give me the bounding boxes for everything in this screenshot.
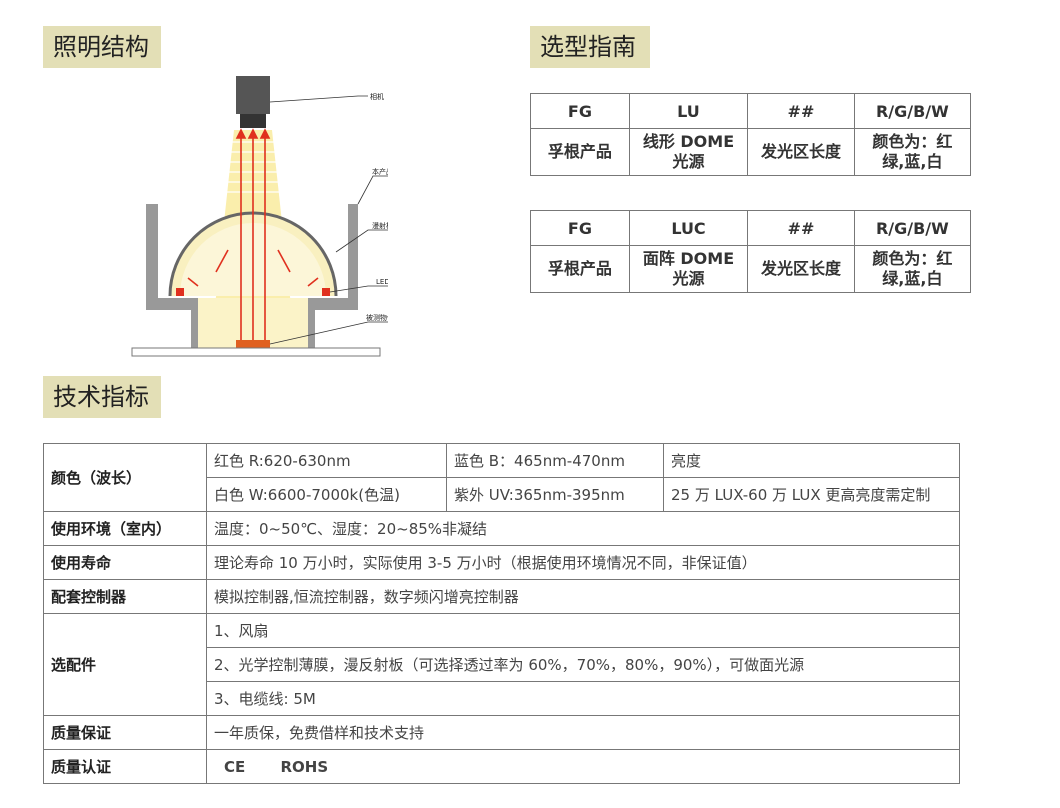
guide-cell: R/G/B/W: [853, 93, 972, 129]
guide-cell: 发光区长度: [747, 128, 855, 176]
base-plate: [131, 347, 381, 357]
section-title-spec: 技术指标: [43, 376, 161, 418]
table-row: 质量保证 一年质保，免费借样和技术支持: [43, 715, 960, 750]
spec-controller: 模拟控制器,恒流控制器，数字频闪增亮控制器: [206, 579, 960, 614]
guide-cell: ##: [747, 93, 855, 129]
guide-cell: 面阵 DOME 光源: [628, 245, 749, 293]
guide-cell: 颜色为：红 绿,蓝,白: [853, 245, 972, 293]
spec-white: 白色 W:6600-7000k(色温): [206, 477, 447, 512]
guide-cell: R/G/B/W: [853, 210, 972, 246]
spec-table: 颜色（波长） 红色 R:620-630nm 蓝色 B：465nm-470nm 亮…: [43, 443, 960, 784]
spec-red: 红色 R:620-630nm: [206, 443, 447, 478]
table-row: 使用寿命 理论寿命 10 万小时，实际使用 3-5 万小时（根据使用环境情况不同…: [43, 545, 960, 580]
label-product: 本产品: [372, 167, 388, 176]
label-object: 被测物体: [366, 313, 388, 322]
diagram-labels: 相机 本产品 漫射板 LED 被测物体: [366, 92, 388, 322]
cert-ce: CE: [224, 757, 246, 776]
guide-cell: ##: [747, 210, 855, 246]
spec-label-accessories: 选配件: [43, 613, 207, 716]
guide-cell: 孚根产品: [530, 128, 630, 176]
light-arrows: [187, 128, 319, 342]
table-row: 白色 W:6600-7000k(色温) 紫外 UV:365nm-395nm 25…: [44, 477, 960, 512]
guide-table-luc: FG LUC ## R/G/B/W 孚根产品 面阵 DOME 光源 发光区长度 …: [530, 210, 972, 293]
spec-label-controller: 配套控制器: [43, 579, 207, 614]
guide-cell: 线形 DOME 光源: [628, 128, 749, 176]
led-right: [322, 288, 330, 296]
guide-cell: FG: [530, 93, 630, 129]
spec-label-environment: 使用环境（室内）: [43, 511, 207, 546]
label-diffuser: 漫射板: [372, 221, 388, 230]
guide-cell: LUC: [628, 210, 749, 246]
guide-cell: FG: [530, 210, 630, 246]
table-row: 使用环境（室内） 温度：0~50℃、湿度：20~85%非凝结: [43, 511, 960, 546]
guide-table-lu: FG LU ## R/G/B/W 孚根产品 线形 DOME 光源 发光区长度 颜…: [530, 93, 972, 176]
section-title-guide: 选型指南: [530, 26, 650, 68]
spec-uv: 紫外 UV:365nm-395nm: [446, 477, 664, 512]
illumination-structure-diagram: 相机 本产品 漫射板 LED 被测物体: [131, 76, 388, 357]
led-left: [176, 288, 184, 296]
spec-warranty: 一年质保，免费借样和技术支持: [206, 715, 960, 750]
spec-lifetime: 理论寿命 10 万小时，实际使用 3-5 万小时（根据使用环境情况不同，非保证值…: [206, 545, 960, 580]
section-title-structure: 照明结构: [43, 26, 161, 68]
spec-label-certification: 质量认证: [43, 749, 207, 784]
table-row: 颜色（波长） 红色 R:620-630nm 蓝色 B：465nm-470nm 亮…: [43, 443, 960, 512]
spec-brightness-value: 25 万 LUX-60 万 LUX 更高亮度需定制: [663, 477, 960, 512]
spec-environment: 温度：0~50℃、湿度：20~85%非凝结: [206, 511, 960, 546]
guide-cell: 颜色为：红 绿,蓝,白: [853, 128, 972, 176]
spec-blue: 蓝色 B：465nm-470nm: [446, 443, 664, 478]
spec-label-color: 颜色（波长）: [43, 443, 207, 512]
spec-label-lifetime: 使用寿命: [43, 545, 207, 580]
spec-certification: CE ROHS: [206, 749, 960, 784]
label-camera: 相机: [370, 92, 384, 101]
guide-cell: 孚根产品: [530, 245, 630, 293]
table-row: 2、光学控制薄膜，漫反射板（可选择透过率为 60%，70%，80%，90%），可…: [44, 647, 960, 682]
guide-cell: 发光区长度: [747, 245, 855, 293]
table-row: 质量认证 CE ROHS: [43, 749, 960, 784]
camera-lens: [240, 114, 266, 128]
test-object: [236, 340, 270, 348]
table-row: 配套控制器 模拟控制器,恒流控制器，数字频闪增亮控制器: [43, 579, 960, 614]
table-row: 选配件 1、风扇: [43, 613, 960, 716]
spec-accessory-item: 1、风扇: [206, 613, 960, 648]
cert-rohs: ROHS: [280, 757, 329, 776]
camera-body: [236, 76, 270, 114]
spec-label-warranty: 质量保证: [43, 715, 207, 750]
spec-accessory-item: 2、光学控制薄膜，漫反射板（可选择透过率为 60%，70%，80%，90%），可…: [206, 647, 960, 682]
table-row: 3、电缆线: 5M: [44, 681, 960, 716]
spec-accessory-item: 3、电缆线: 5M: [206, 681, 960, 716]
spec-brightness: 亮度: [663, 443, 960, 478]
label-led: LED: [376, 278, 388, 286]
guide-cell: LU: [628, 93, 749, 129]
callout-lines: [269, 95, 388, 345]
